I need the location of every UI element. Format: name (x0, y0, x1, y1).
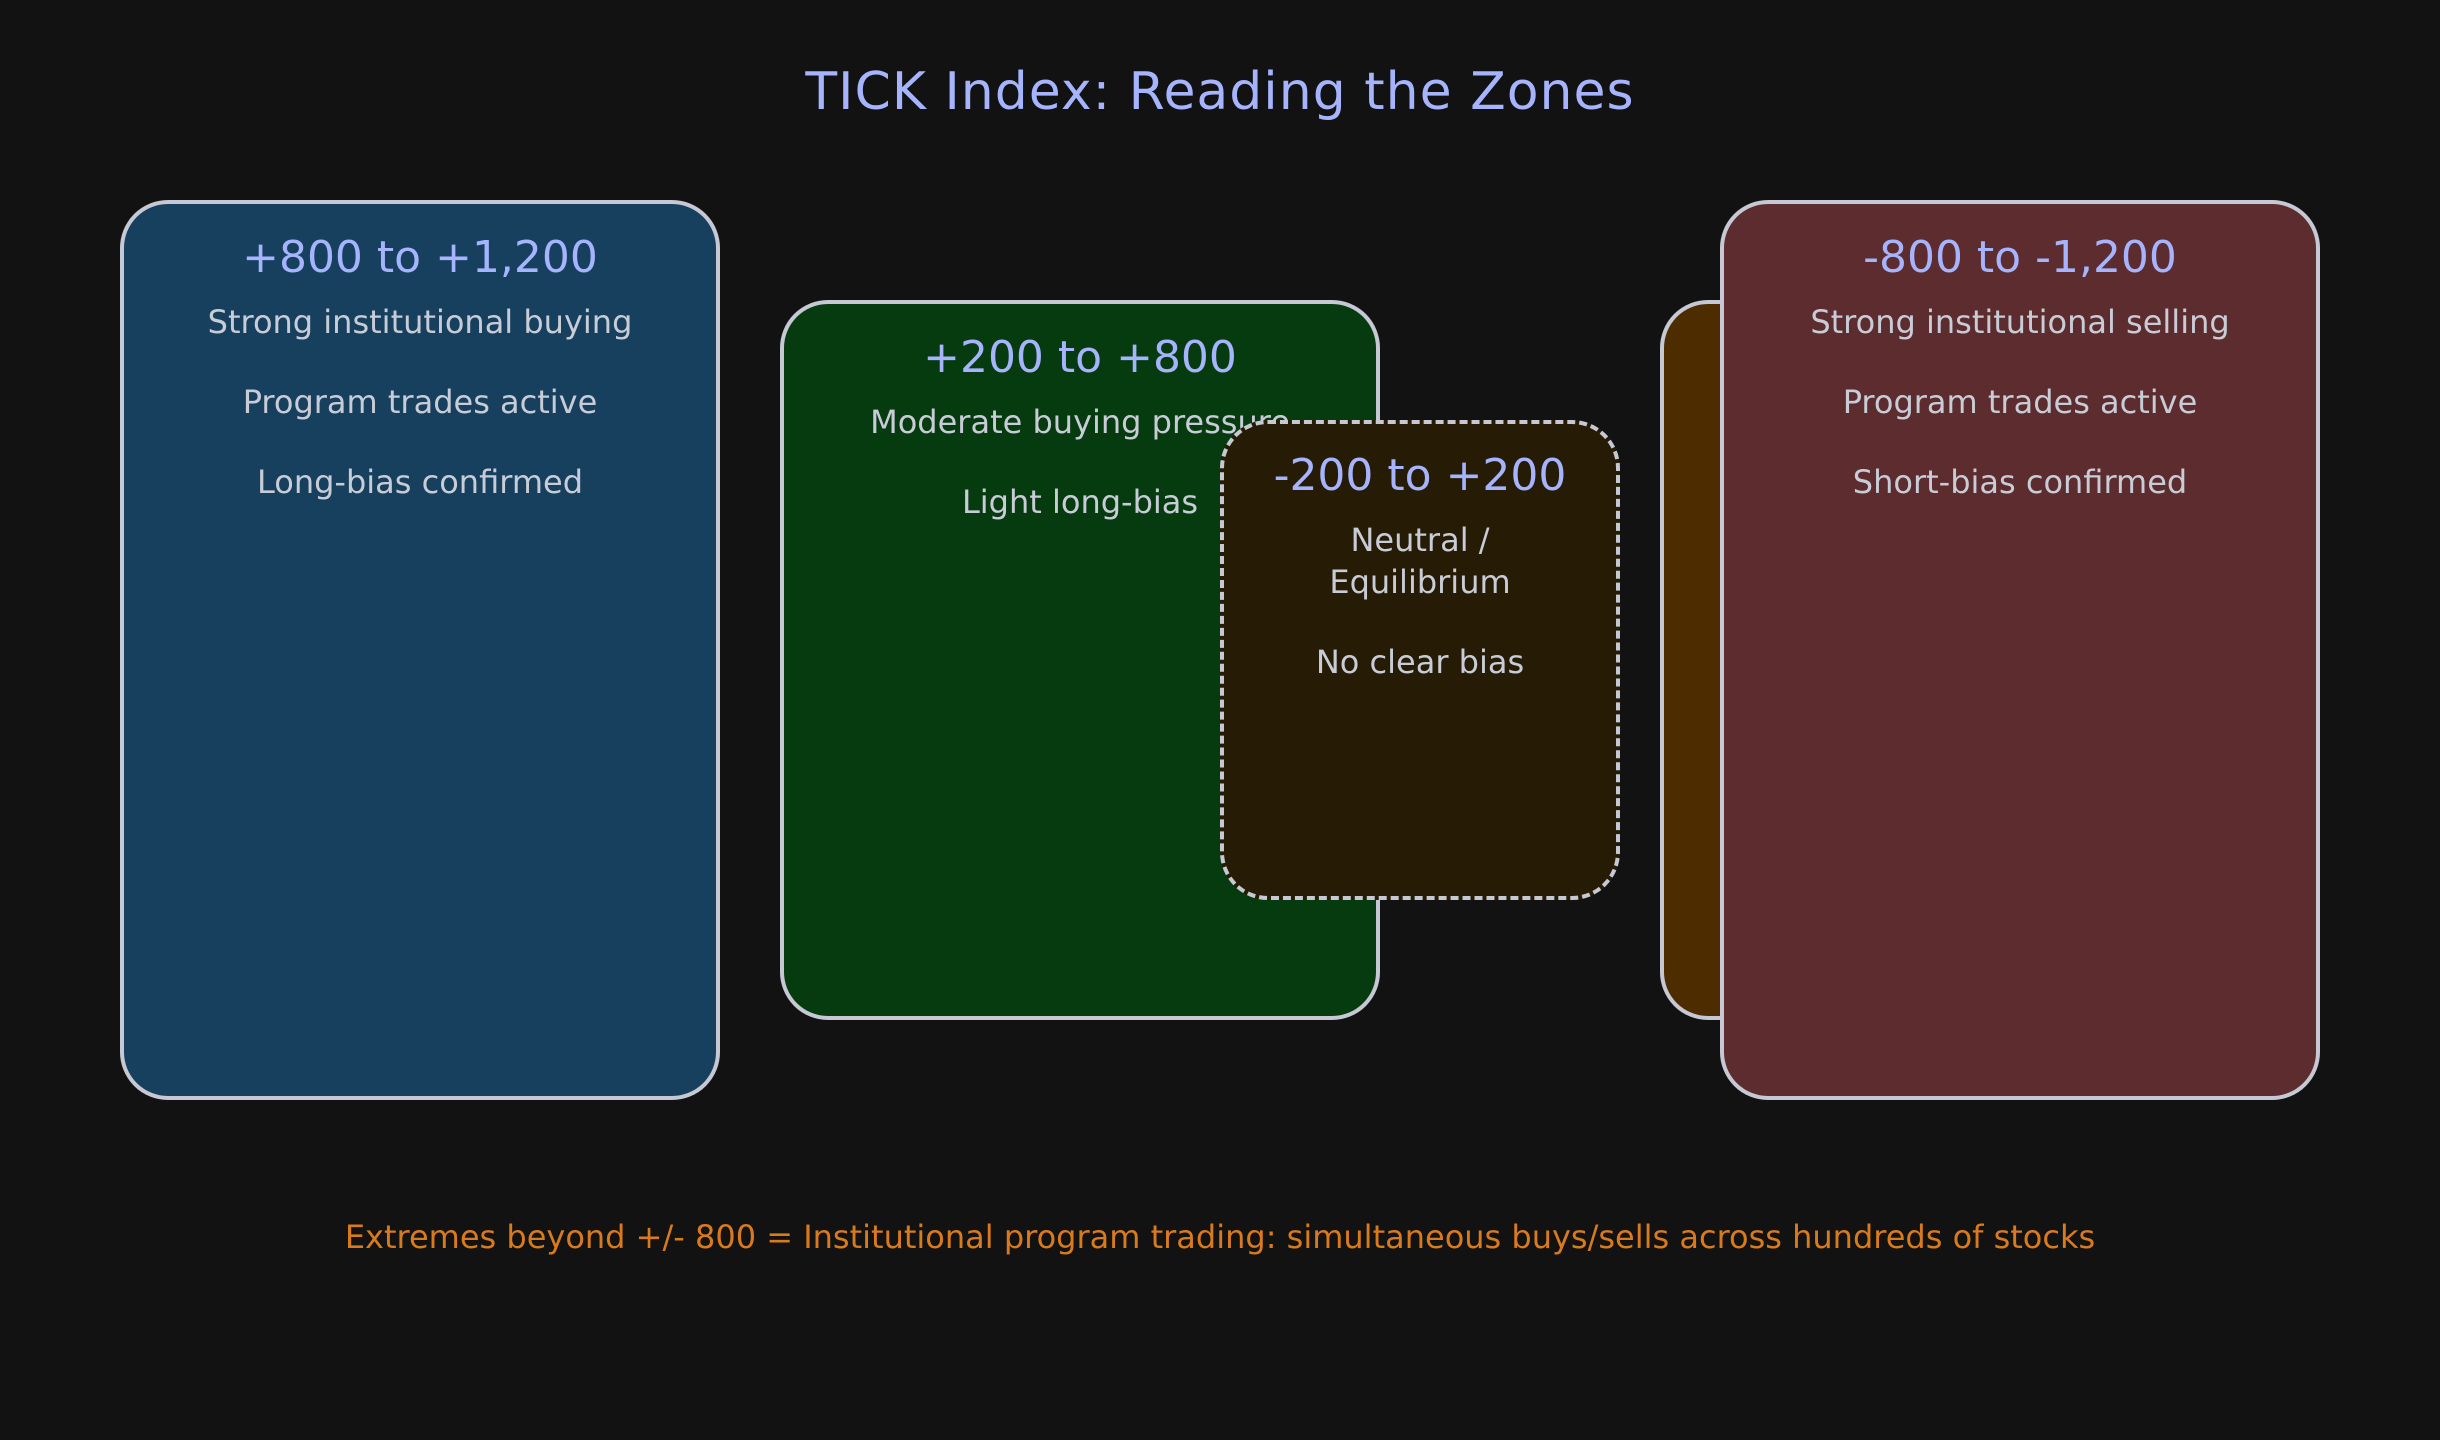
zone-strong-buy: +800 to +1,200 Strong institutional buyi… (120, 200, 720, 1100)
zone-line: Long-bias confirmed (256, 463, 583, 501)
diagram-title: TICK Index: Reading the Zones (805, 62, 1635, 122)
zone-line: Strong institutional buying (207, 303, 633, 341)
zone-strong-sell: -800 to -1,200 Strong institutional sell… (1720, 200, 2320, 1100)
zone-heading: +200 to +800 (923, 332, 1237, 383)
zone-heading: -200 to +200 (1273, 450, 1567, 501)
zone-line: Program trades active (242, 383, 598, 421)
zone-heading: -800 to -1,200 (1863, 232, 2177, 283)
zone-line: Program trades active (1842, 383, 2198, 421)
zone-line: Moderate buying pressure (870, 403, 1290, 441)
zone-line: Strong institutional selling (1810, 303, 2230, 341)
zone-line: Short-bias confirmed (1852, 463, 2188, 501)
zone-heading: +800 to +1,200 (242, 232, 598, 283)
zone-line: Light long-bias (961, 483, 1199, 521)
zone-neutral: -200 to +200 Neutral / Equilibrium No cl… (1220, 420, 1620, 900)
footer-note: Extremes beyond +/- 800 = Institutional … (344, 1218, 2096, 1256)
zone-line: Neutral / Equilibrium (1329, 521, 1511, 601)
zone-line: No clear bias (1315, 643, 1525, 681)
